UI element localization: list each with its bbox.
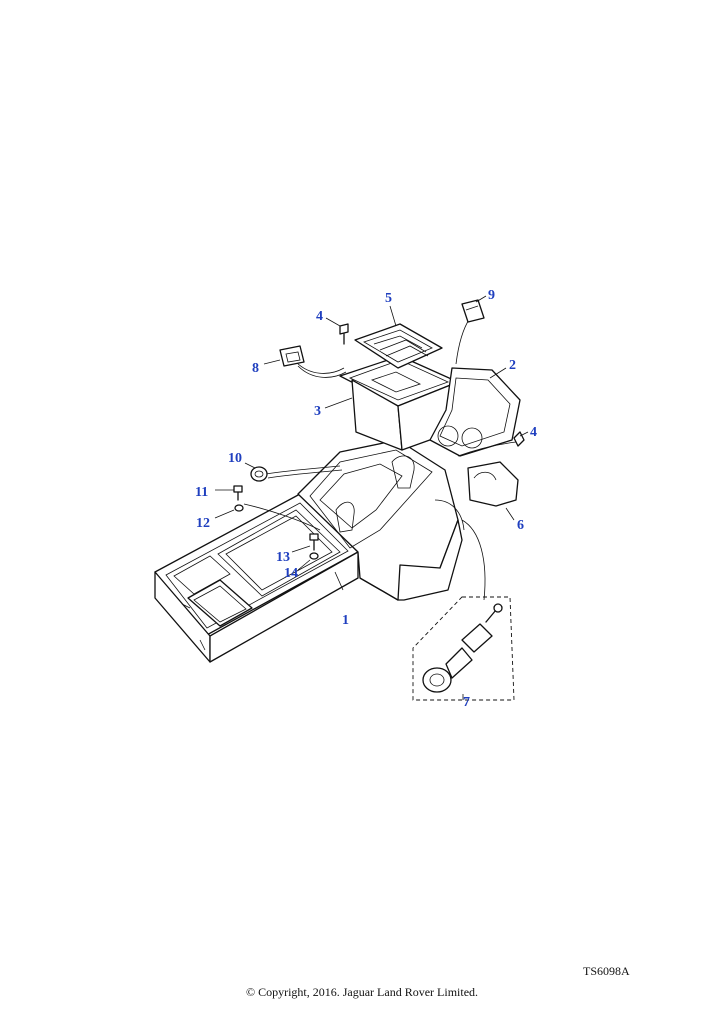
part-6-air-duct[interactable] (467, 461, 519, 507)
part-9-switch[interactable] (461, 299, 485, 323)
part-3-stowage-bin[interactable] (339, 355, 459, 451)
leader-lines (214, 295, 529, 700)
callout-3: 3 (314, 404, 321, 419)
callout-8: 8 (252, 361, 259, 376)
part-12-washer[interactable] (234, 504, 244, 512)
callout-1: 1 (342, 613, 349, 628)
part-5-bin-lid[interactable] (354, 323, 443, 369)
part-8-switch[interactable] (279, 345, 305, 367)
callout-6: 6 (517, 518, 524, 533)
callout-2: 2 (509, 358, 516, 373)
wiring-harness (243, 317, 517, 601)
part-7-cigar-lighter[interactable] (412, 596, 515, 701)
copyright-notice: © Copyright, 2016. Jaguar Land Rover Lim… (245, 985, 479, 999)
callout-14: 14 (284, 566, 298, 581)
part-4-screw-upper[interactable] (339, 323, 349, 345)
callout-5: 5 (385, 291, 392, 306)
callout-7: 7 (463, 695, 470, 710)
callout-4-upper: 4 (316, 309, 323, 324)
callout-12: 12 (196, 516, 210, 531)
part-11-bolt[interactable] (233, 485, 243, 501)
part-4-screw-right[interactable] (513, 431, 525, 447)
callout-11: 11 (195, 485, 208, 500)
callout-10: 10 (228, 451, 242, 466)
part-14-washer[interactable] (309, 552, 319, 560)
part-1-console-base[interactable] (154, 493, 359, 663)
console-tunnel (297, 439, 465, 601)
callout-9: 9 (488, 288, 495, 303)
callout-4-right: 4 (530, 425, 537, 440)
part-2-rear-cover[interactable] (429, 367, 521, 457)
callout-labels: 1 2 3 4 4 5 6 7 8 9 10 11 12 13 14 (195, 288, 537, 710)
figure-code: TS6098A (583, 964, 630, 978)
callout-13: 13 (276, 550, 290, 565)
part-13-bolt[interactable] (309, 533, 319, 551)
part-10-grommet[interactable] (250, 466, 268, 482)
